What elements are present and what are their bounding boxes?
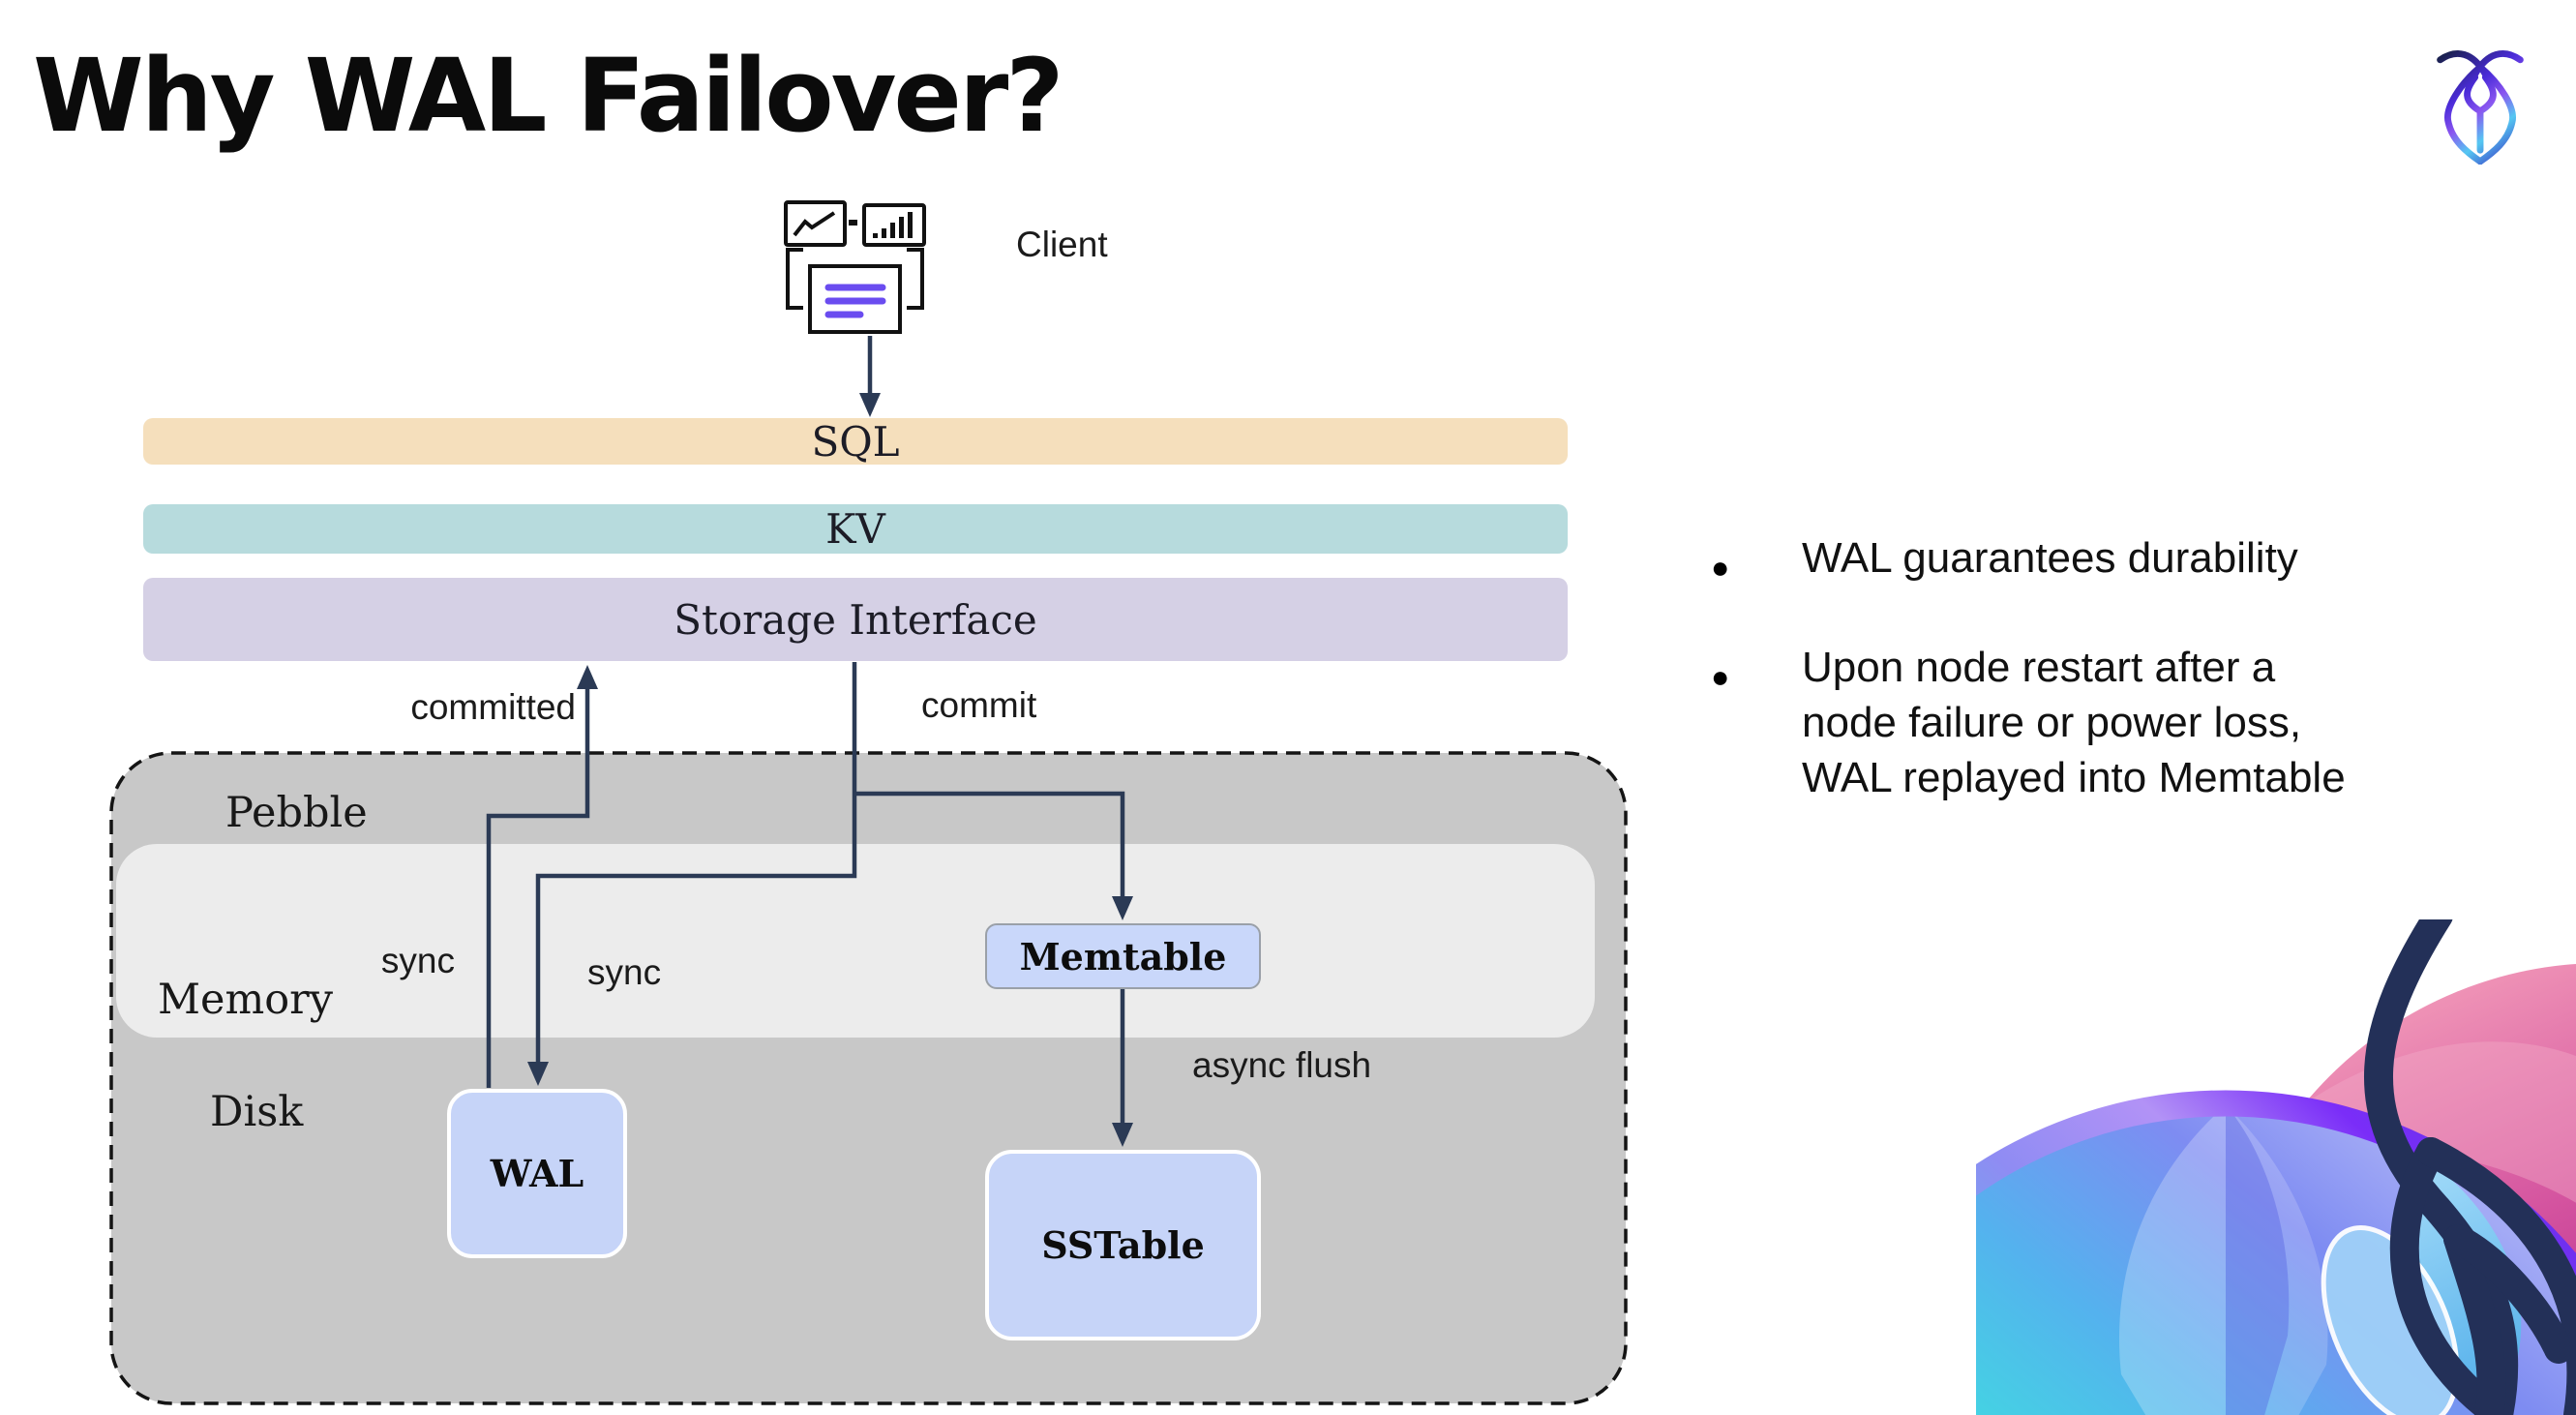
- edge-label-committed: committed: [410, 687, 576, 727]
- edge-label-sync-left: sync: [380, 941, 455, 980]
- cockroachdb-logo-icon: [2437, 50, 2524, 165]
- memory-label: Memory: [158, 976, 333, 1024]
- bullet-line: Upon node restart after a: [1802, 644, 2276, 691]
- memtable-label: Memtable: [1019, 934, 1227, 978]
- edge-label-commit: commit: [921, 685, 1037, 725]
- bullet-line: WAL guarantees durability: [1802, 534, 2298, 582]
- client-icon: [784, 200, 926, 334]
- sstable-label: SSTable: [1041, 1223, 1205, 1267]
- edge-label-async-flush: async flush: [1192, 1045, 1372, 1085]
- bullet-item-replay: ● Upon node restart after a node failure…: [1686, 640, 2557, 805]
- pebble-label: Pebble: [225, 789, 368, 837]
- bullet-dot-icon: ●: [1711, 659, 1730, 694]
- bullet-line: WAL replayed into Memtable: [1802, 754, 2346, 801]
- client-label: Client: [1016, 225, 1108, 264]
- wal-box: WAL: [447, 1089, 627, 1258]
- bullet-line: node failure or power loss,: [1802, 699, 2302, 746]
- layer-label-sql: SQL: [811, 418, 900, 466]
- layer-label-kv: KV: [825, 505, 885, 553]
- bullet-item-durability: ● WAL guarantees durability: [1686, 530, 2557, 586]
- layer-bar-kv: KV: [143, 504, 1568, 554]
- bullet-dot-icon: ●: [1711, 550, 1730, 585]
- wal-label: WAL: [490, 1152, 584, 1195]
- layer-label-storage: Storage Interface: [674, 596, 1037, 644]
- edge-label-sync-right: sync: [587, 952, 662, 992]
- decorative-corner-graphic: [1976, 919, 2576, 1415]
- bullet-list: ● WAL guarantees durability ● Upon node …: [1686, 530, 2557, 859]
- page-title: Why WAL Failover?: [33, 37, 1064, 155]
- sstable-box: SSTable: [985, 1150, 1261, 1340]
- layer-bar-sql: SQL: [143, 418, 1568, 466]
- memory-region: [116, 844, 1595, 1038]
- disk-label: Disk: [210, 1088, 304, 1136]
- layer-bar-storage: Storage Interface: [143, 578, 1568, 661]
- memtable-box: Memtable: [985, 923, 1261, 989]
